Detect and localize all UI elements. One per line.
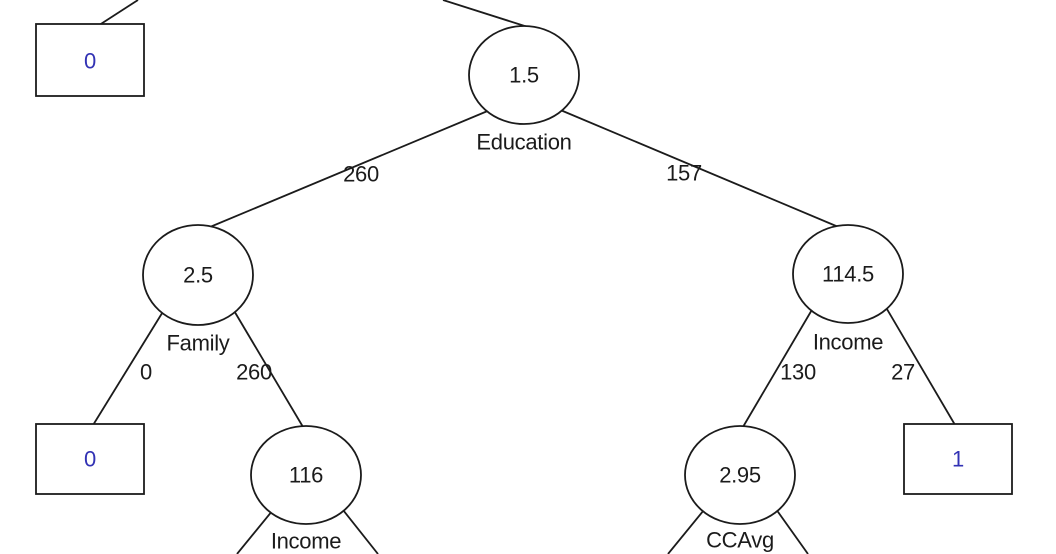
split-variable-label: Education	[476, 130, 571, 155]
edge-count-label: 130	[780, 360, 816, 385]
split-variable-label: Family	[167, 331, 230, 356]
split-income-upper-circle	[792, 224, 904, 324]
leaf-bottom-right-box	[903, 423, 1013, 495]
split-threshold-value: 1.5	[509, 63, 539, 88]
split-income-lower-circle	[250, 425, 362, 525]
split-variable-label: CCAvg	[706, 528, 774, 553]
edge-income-upper-to-ccavg	[739, 307, 814, 433]
edge-hidden-parent-to-education	[442, 0, 532, 29]
split-education-circle	[468, 25, 580, 125]
split-family-circle	[142, 224, 254, 326]
split-threshold-value: 2.95	[719, 463, 761, 488]
edge-family-to-income-lower	[232, 308, 307, 433]
edge-education-to-income-upper	[557, 108, 849, 232]
edge-education-to-family	[197, 109, 491, 233]
edge-count-label: 0	[140, 360, 152, 385]
split-threshold-value: 114.5	[822, 262, 874, 287]
leaf-class-value: 0	[84, 447, 96, 472]
leaf-top-left-box	[35, 23, 145, 97]
leaf-class-value: 1	[952, 447, 964, 472]
edge-count-label: 260	[236, 360, 272, 385]
edge-count-label: 27	[891, 360, 915, 385]
split-variable-label: Income	[271, 529, 341, 554]
split-variable-label: Income	[813, 330, 883, 355]
edge-income-upper-to-leaf-bottom-right	[883, 303, 959, 431]
edge-count-label: 157	[666, 161, 702, 186]
edge-count-label: 260	[343, 162, 379, 187]
node-shapes-layer	[35, 23, 1013, 525]
edge-family-to-leaf-bottom-left	[89, 309, 165, 431]
leaf-class-value: 0	[84, 49, 96, 74]
split-threshold-value: 2.5	[183, 263, 213, 288]
leaf-bottom-left-box	[35, 423, 145, 495]
split-ccavg-circle	[684, 425, 796, 525]
split-threshold-value: 116	[289, 463, 323, 488]
